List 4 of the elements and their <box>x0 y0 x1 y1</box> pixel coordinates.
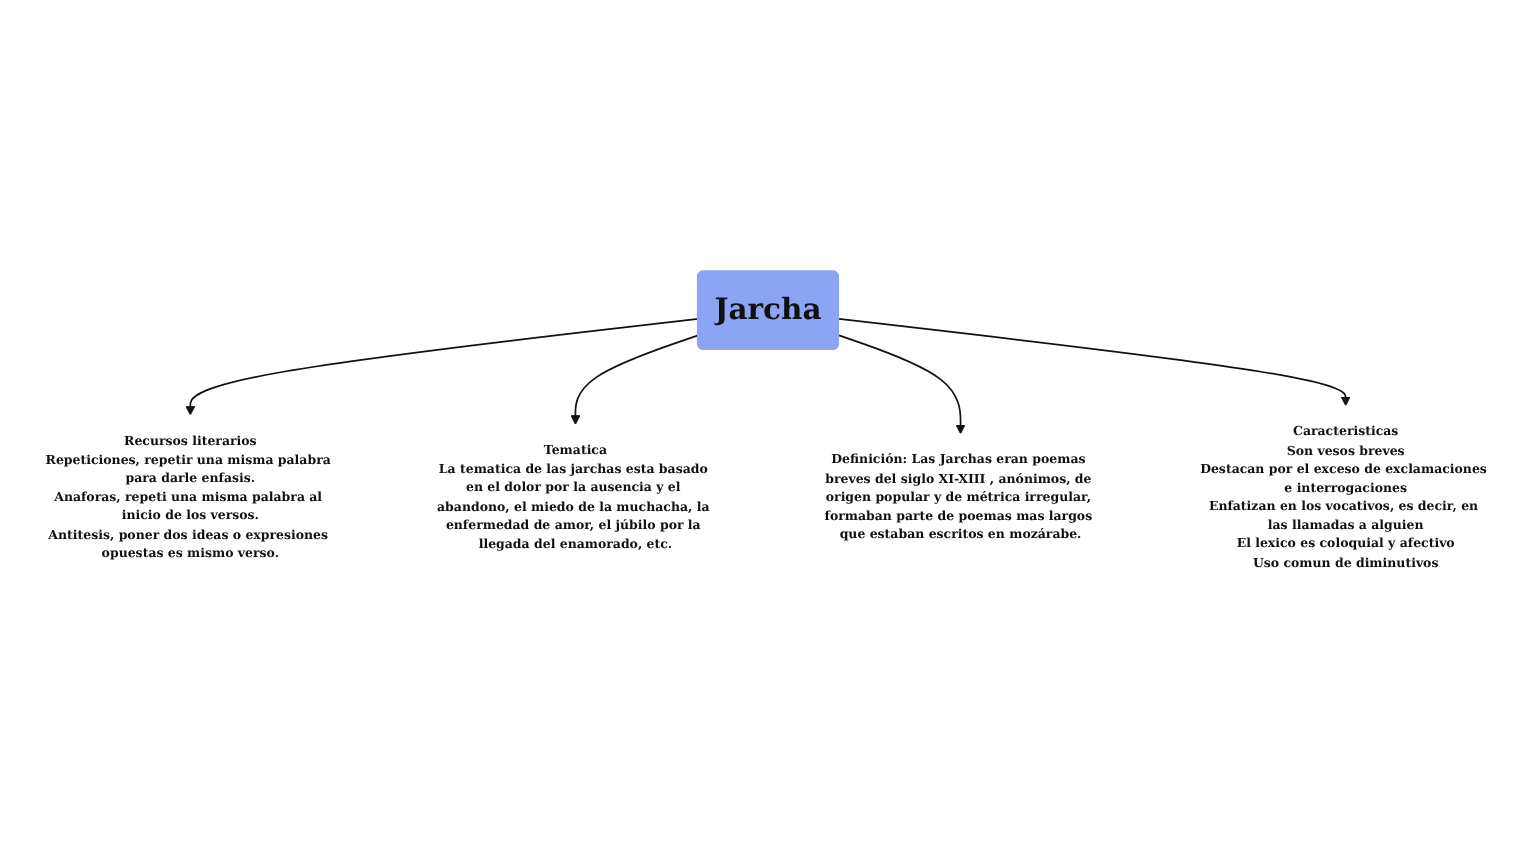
arrow <box>838 335 966 436</box>
arrow <box>838 318 1351 408</box>
arrow <box>185 318 699 417</box>
arrow <box>570 335 699 426</box>
